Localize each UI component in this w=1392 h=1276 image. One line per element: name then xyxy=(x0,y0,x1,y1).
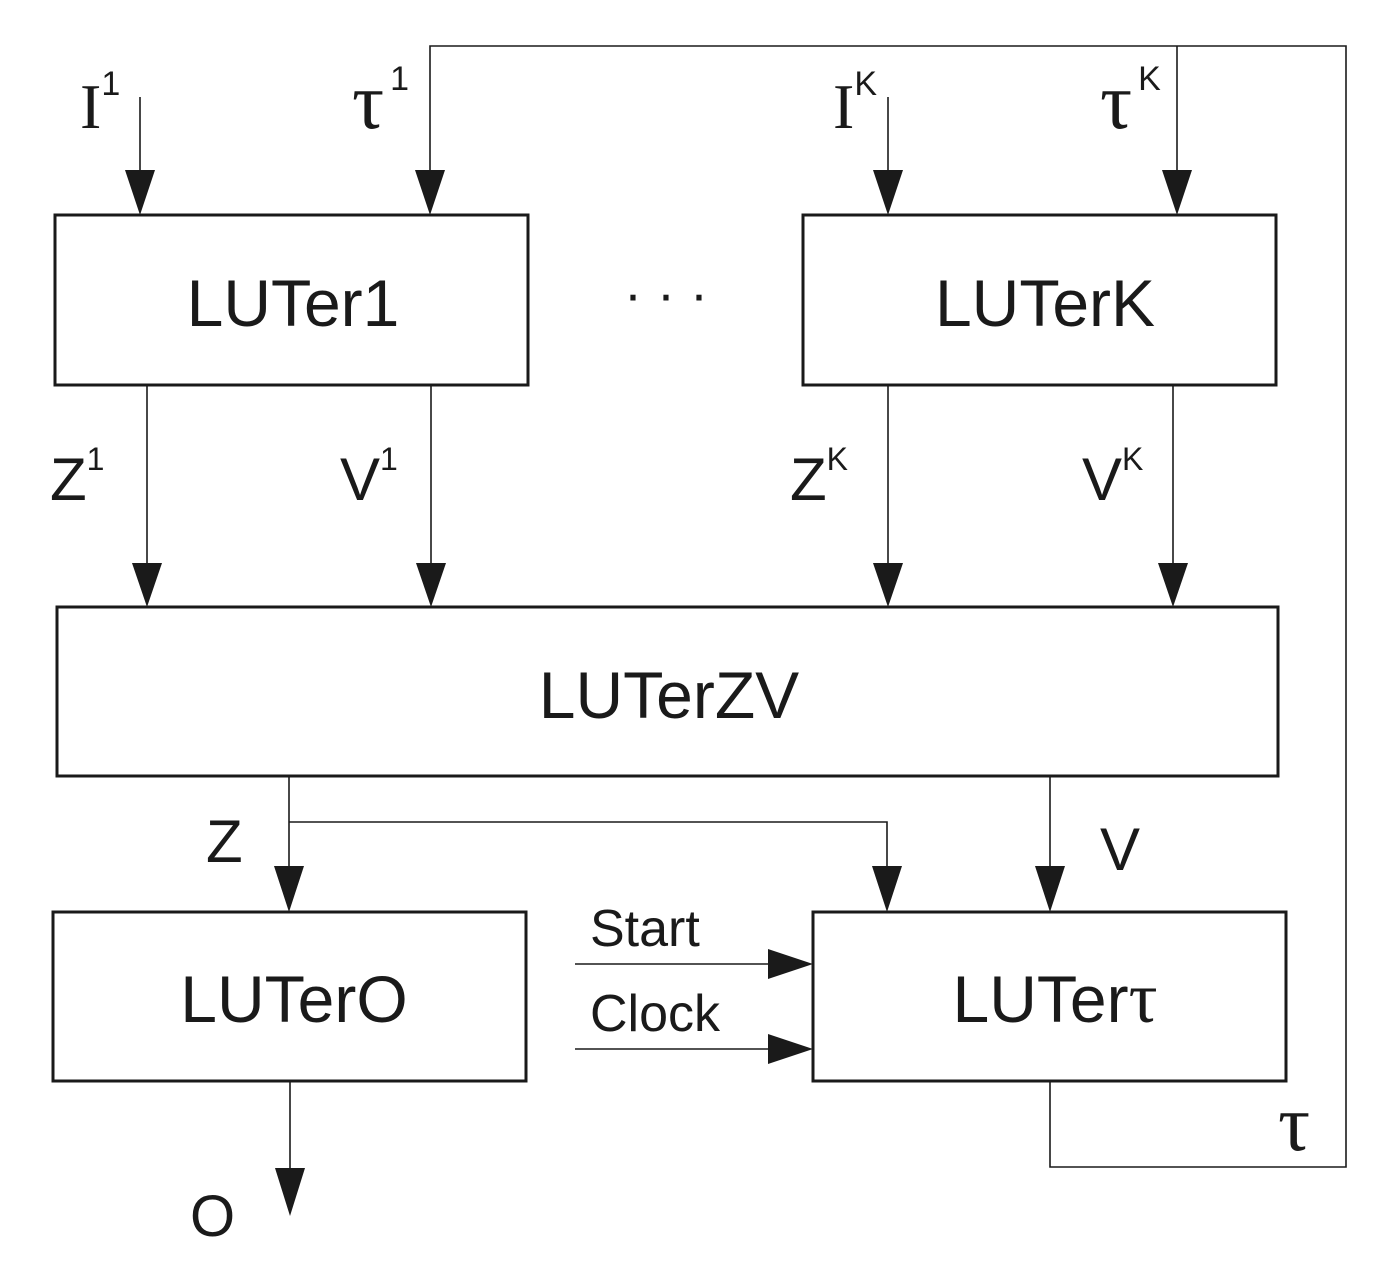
label-z1: Z1 xyxy=(50,441,104,513)
label-start: Start xyxy=(590,900,700,958)
label-v1: V1 xyxy=(340,441,398,513)
label-zk: ZK xyxy=(790,441,848,513)
label-tauk-sup: K xyxy=(1138,60,1161,98)
arrowhead-z xyxy=(274,866,304,912)
label-v1-sup: 1 xyxy=(380,441,398,477)
arrowhead-start xyxy=(768,949,813,979)
label-clock: Clock xyxy=(590,985,721,1043)
arrowhead-v xyxy=(1035,866,1065,912)
arrowhead-zk xyxy=(873,563,903,607)
label-i1-sup: 1 xyxy=(101,65,120,103)
block-luterzv xyxy=(55,605,1280,778)
block-luterk xyxy=(801,213,1278,387)
block-lutertau xyxy=(811,910,1288,1083)
label-luter1: LUTer1 xyxy=(187,266,400,340)
arrowhead-tau1 xyxy=(415,170,445,215)
label-ik: IK xyxy=(833,65,877,142)
label-vk: VK xyxy=(1082,441,1143,513)
label-tauk-base: τ xyxy=(1100,58,1132,146)
label-zk-base: Z xyxy=(790,446,827,513)
arrowhead-z1 xyxy=(132,563,162,607)
wire-z-branch xyxy=(289,821,888,868)
label-o: O xyxy=(190,1184,235,1249)
arrowhead-tauk xyxy=(1162,170,1192,215)
label-v: V xyxy=(1100,816,1140,883)
label-ik-sup: K xyxy=(854,65,877,103)
label-lutertau: LUTerτ xyxy=(953,958,1158,1038)
label-vk-sup: K xyxy=(1122,441,1143,477)
arrowhead-ik xyxy=(873,170,903,215)
label-z: Z xyxy=(206,808,243,875)
label-z1-base: Z xyxy=(50,446,87,513)
label-lutero: LUTerO xyxy=(180,962,407,1036)
arrowhead-clock xyxy=(768,1034,813,1064)
arrowhead-i1 xyxy=(125,170,155,215)
label-z1-sup: 1 xyxy=(87,441,105,477)
ellipsis: · · · xyxy=(624,264,708,324)
label-tau1-base: τ xyxy=(352,58,384,146)
label-i1-base: I xyxy=(80,71,101,142)
label-i1: I1 xyxy=(80,65,120,142)
label-ik-base: I xyxy=(833,71,854,142)
label-lutertau-symbol: τ xyxy=(1129,958,1158,1038)
label-lutertau-text: LUTer xyxy=(953,962,1129,1036)
arrowhead-z-branch xyxy=(872,866,902,912)
label-vk-base: V xyxy=(1082,446,1122,513)
block-luter1 xyxy=(53,213,530,387)
label-luterk: LUTerK xyxy=(935,266,1155,340)
label-v1-base: V xyxy=(340,446,380,513)
block-lutero xyxy=(51,910,528,1083)
label-luterzv: LUTerZV xyxy=(539,658,799,732)
label-tau1-sup: 1 xyxy=(390,60,409,98)
arrowhead-vk xyxy=(1158,563,1188,607)
label-zk-sup: K xyxy=(827,441,848,477)
arrowhead-v1 xyxy=(416,563,446,607)
label-tau-feedback: τ xyxy=(1278,1080,1310,1168)
wire-tau1-feedback xyxy=(429,45,1347,1168)
arrowhead-o xyxy=(275,1168,305,1216)
